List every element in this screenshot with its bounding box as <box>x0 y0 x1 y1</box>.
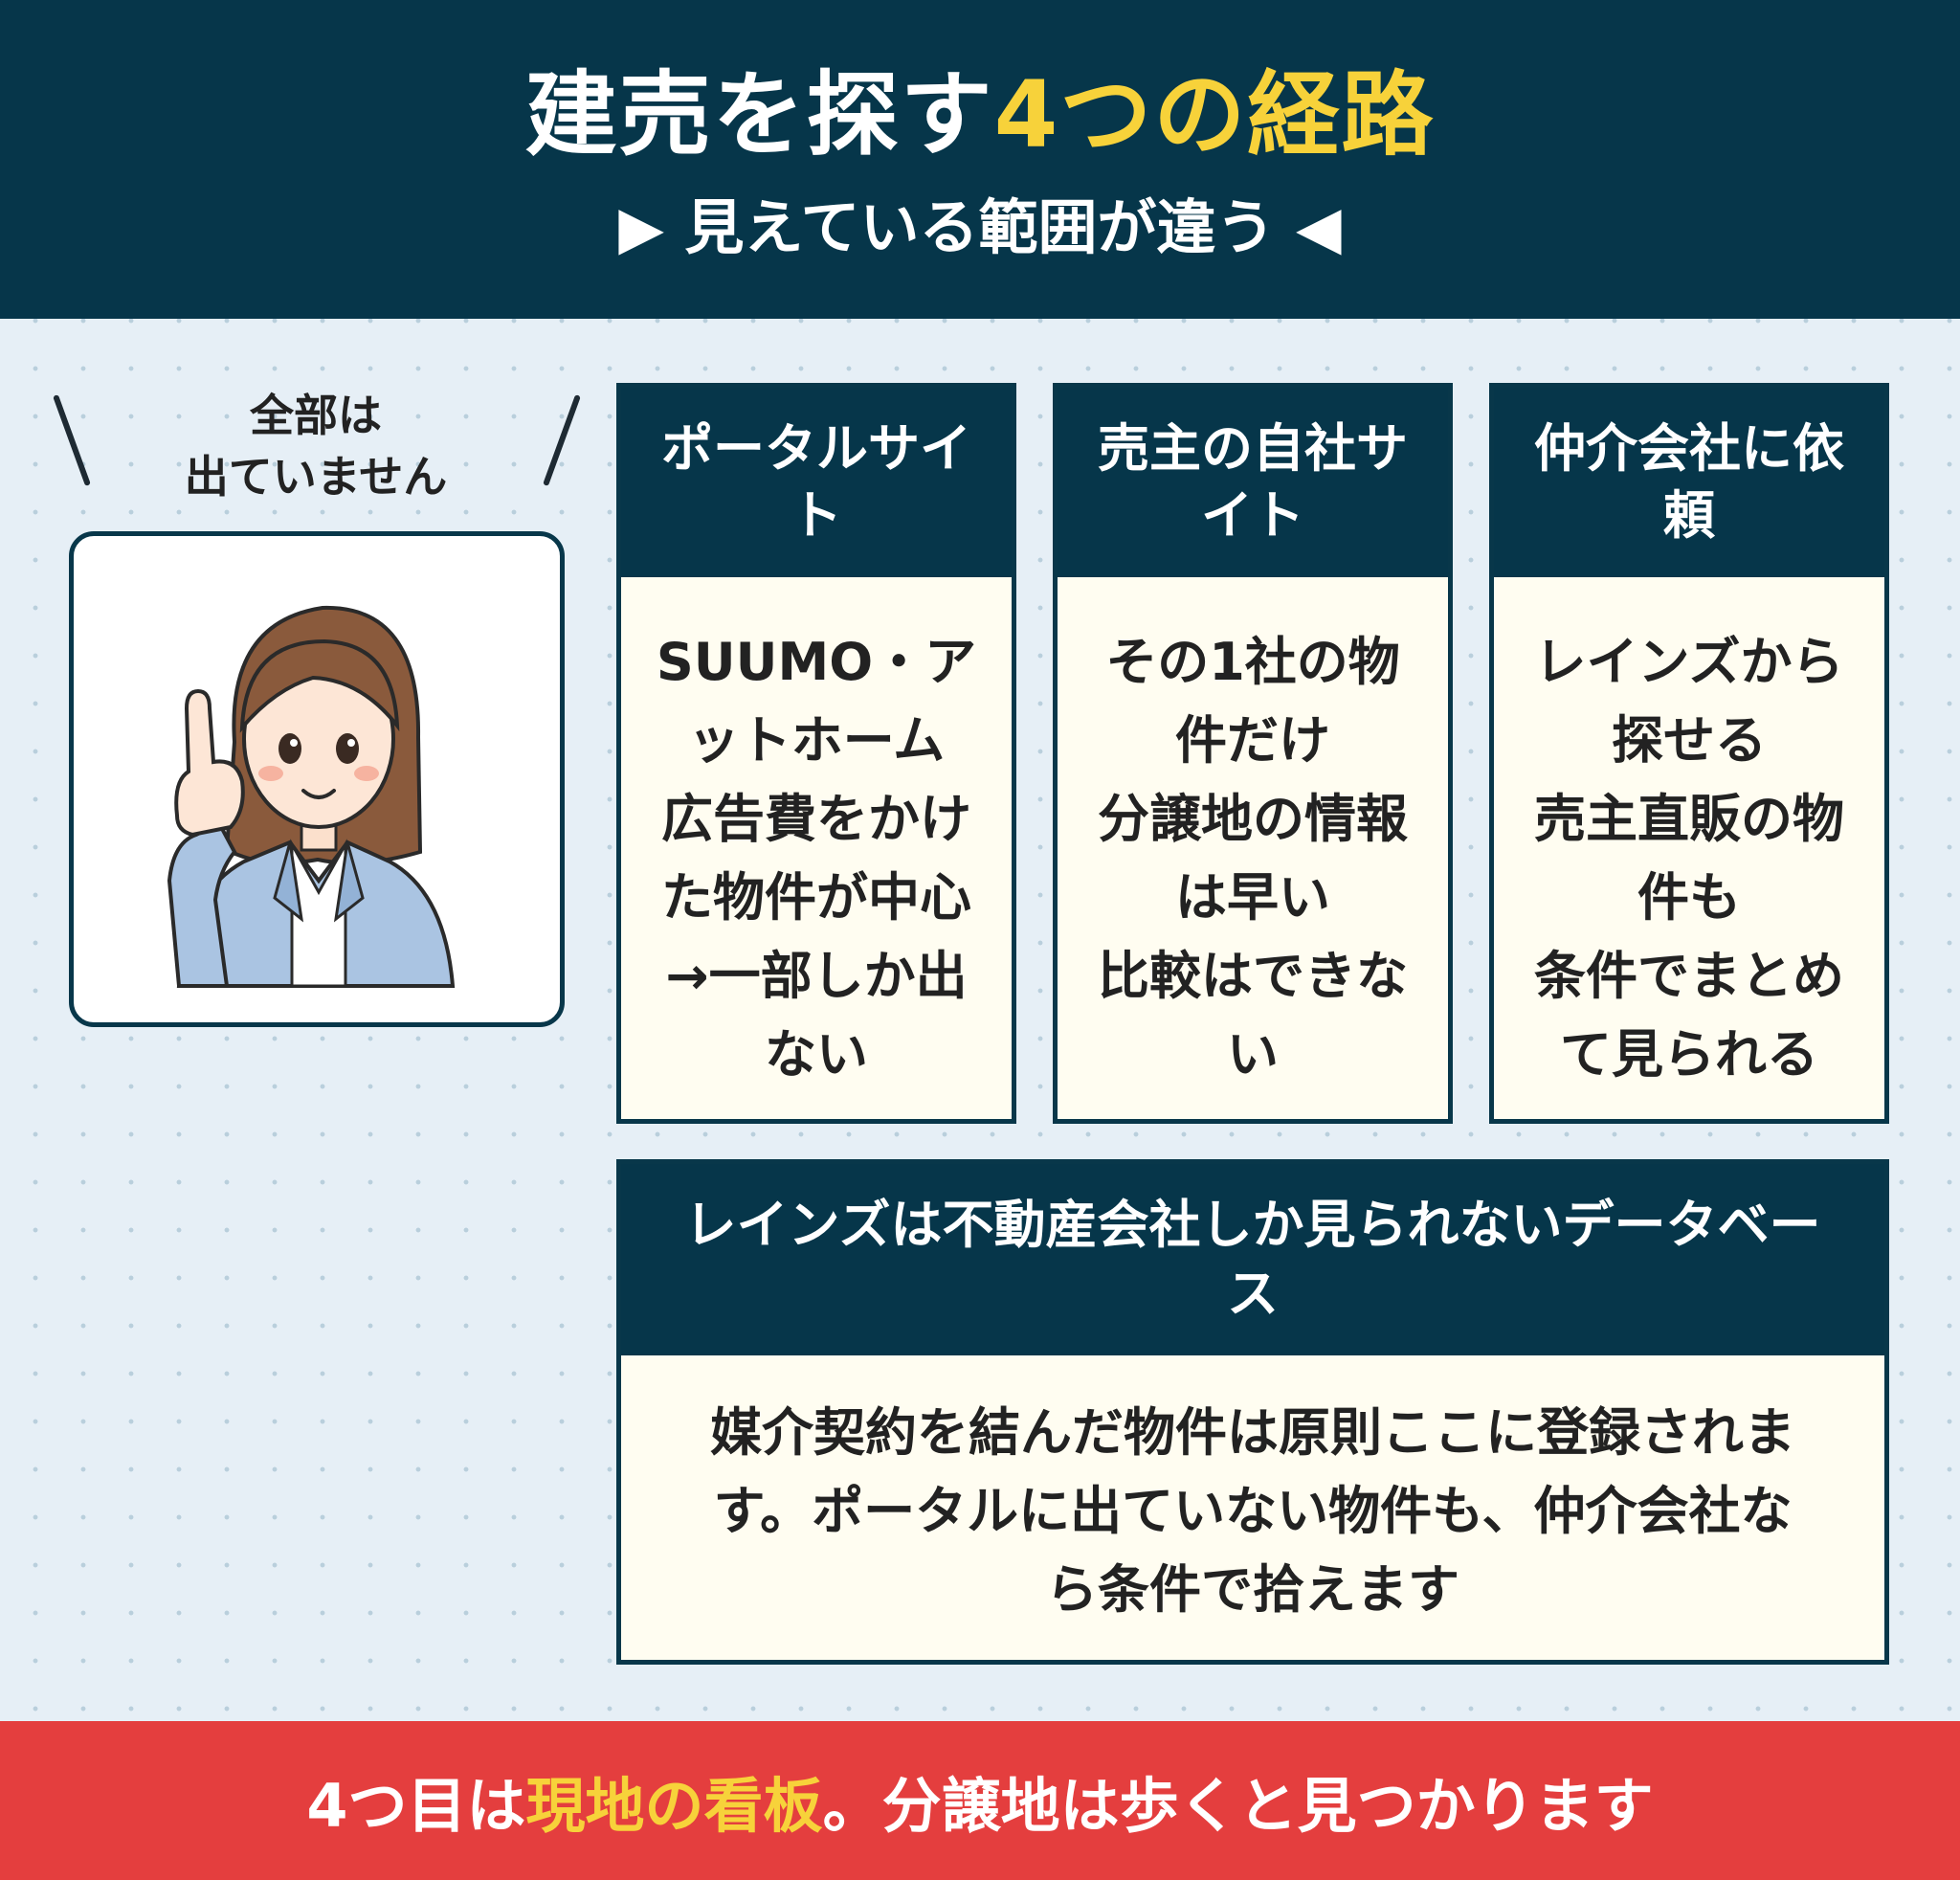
wide-card-header-line: ス <box>1226 1264 1279 1324</box>
card-portal-site: ポータルサイ ト SUUMO・ア ットホーム 広告費をかけ た物件が中心 →一部… <box>616 383 1016 1124</box>
speech-accent-left <box>53 393 91 487</box>
wide-card-body: 媒介契約を結んだ物件は原則ここに登録されま す。ポータルに出ていない物件も、仲介… <box>621 1355 1884 1629</box>
subtitle-arrow-left-icon: ▶ <box>618 192 664 262</box>
card-header-line: ト <box>791 485 842 546</box>
title-highlight: 4つの経路 <box>993 61 1436 168</box>
card-body-line: は早い <box>1175 867 1330 928</box>
card-body-line: SUUMO・ア <box>656 632 977 692</box>
card-broker-request: 仲介会社に依 頼 レインズから 探せる 売主直販の物 件も 条件でまとめ て見ら… <box>1489 383 1889 1124</box>
card-body-line: い <box>1227 1024 1279 1085</box>
card-header: 仲介会社に依 頼 <box>1494 388 1884 577</box>
footer-prefix: 4つ目は <box>306 1771 526 1841</box>
card-body-line: 探せる <box>1612 710 1767 771</box>
footer-suffix: 。分譲地は歩くと見つかります <box>822 1771 1654 1841</box>
card-body: SUUMO・ア ットホーム 広告費をかけ た物件が中心 →一部しか出 ない <box>621 577 1012 1094</box>
page-title: 建売を探す4つの経路 <box>0 59 1960 170</box>
card-body: レインズから 探せる 売主直販の物 件も 条件でまとめ て見られる <box>1494 577 1884 1094</box>
header-banner: 建売を探す4つの経路 ▶ 見えている範囲が違う ◀ <box>0 0 1960 319</box>
wide-card-header: レインズは不動産会社しか見られないデータベー ス <box>621 1164 1884 1355</box>
card-body-line: 件も <box>1637 867 1741 928</box>
card-body-line: 分譲地の情報 <box>1098 789 1408 849</box>
card-seller-site: 売主の自社サ イト その1社の物 件だけ 分譲地の情報 は早い 比較はできな い <box>1053 383 1453 1124</box>
speech-line-2: 出ていません <box>184 451 448 503</box>
wide-card-body-line: す。ポータルに出ていない物件も、仲介会社な <box>713 1481 1793 1541</box>
card-header: ポータルサイ ト <box>621 388 1012 577</box>
card-body-line: →一部しか出 <box>665 946 968 1006</box>
card-body-line: ットホーム <box>687 710 946 771</box>
card-header-line: 売主の自社サ <box>1098 418 1408 479</box>
card-body-line: レインズから <box>1534 632 1844 692</box>
reins-database-card: レインズは不動産会社しか見られないデータベー ス 媒介契約を結んだ物件は原則ここ… <box>616 1159 1889 1665</box>
title-main: 建売を探す <box>524 61 994 168</box>
card-body-line: て見られる <box>1560 1024 1818 1085</box>
card-body-line: ない <box>765 1024 868 1085</box>
card-header-line: ポータルサイ <box>661 418 971 479</box>
card-body-line: 条件でまとめ <box>1534 946 1844 1006</box>
subtitle-text: 見えている範囲が違う <box>684 192 1276 262</box>
speech-text: 全部は 出ていません <box>153 385 479 507</box>
wide-card-header-line: レインズは不動産会社しか見られないデータベー <box>684 1195 1821 1255</box>
speech-line-1: 全部は <box>250 390 382 441</box>
speech-accent-right <box>543 393 581 487</box>
card-body-line: 比較はできな <box>1098 946 1408 1006</box>
card-header-line: イト <box>1201 485 1304 546</box>
wide-card-body-line: 媒介契約を結んだ物件は原則ここに登録されま <box>710 1402 1795 1463</box>
card-body-line: 件だけ <box>1175 710 1330 771</box>
card-header-line: 頼 <box>1663 485 1715 546</box>
woman-pointing-illustration <box>69 531 565 1027</box>
card-body: その1社の物 件だけ 分譲地の情報 は早い 比較はできな い <box>1058 577 1448 1094</box>
card-body-line: た物件が中心 <box>661 867 971 928</box>
wide-card-body-line: ら条件で拾えます <box>1046 1559 1459 1620</box>
footer-banner: 4つ目は現地の看板。分譲地は歩くと見つかります <box>0 1721 1960 1880</box>
subtitle: ▶ 見えている範囲が違う ◀ <box>0 190 1960 266</box>
card-body-line: 広告費をかけ <box>661 789 971 849</box>
footer-highlight: 現地の看板 <box>525 1771 823 1841</box>
woman-pointing-up-icon <box>167 605 456 988</box>
card-header: 売主の自社サ イト <box>1058 388 1448 577</box>
card-body-line: その1社の物 <box>1105 632 1400 692</box>
card-body-line: 売主直販の物 <box>1534 789 1844 849</box>
subtitle-arrow-right-icon: ◀ <box>1296 192 1342 262</box>
card-header-line: 仲介会社に依 <box>1534 418 1844 479</box>
